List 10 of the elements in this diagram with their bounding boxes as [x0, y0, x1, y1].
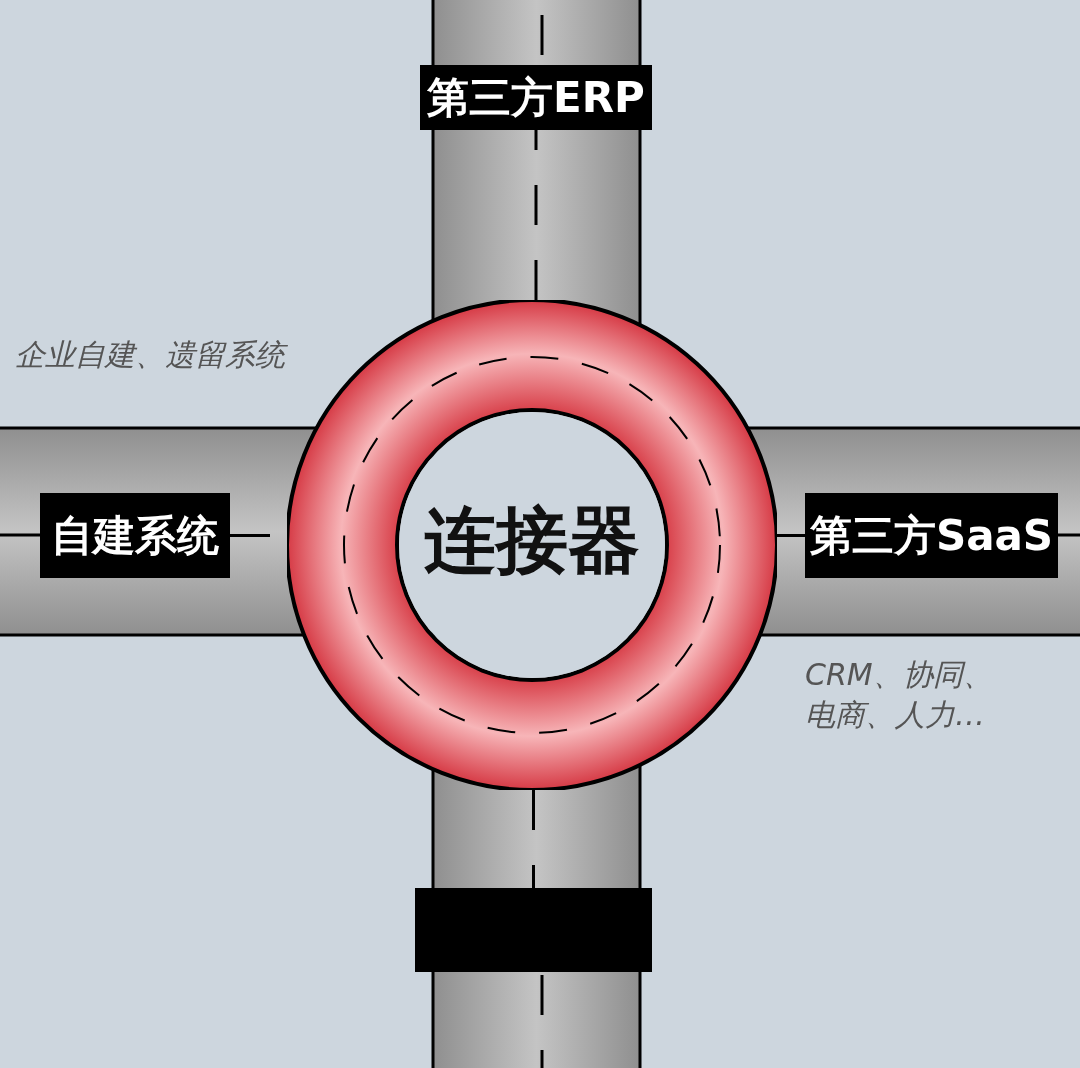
label-box: [415, 888, 652, 972]
lane-line: [532, 790, 535, 888]
label-box: 第三方SaaS: [805, 493, 1058, 578]
label-box: 第三方ERP: [420, 65, 652, 130]
note-text: CRM、协同、电商、人力…: [805, 656, 994, 734]
label-box: 自建系统: [40, 493, 230, 578]
hub-label: 连接器: [423, 497, 641, 584]
lane-line: [534, 130, 538, 300]
lane-line: [776, 534, 805, 537]
note-text: 企业自建、遗留系统: [15, 335, 355, 375]
